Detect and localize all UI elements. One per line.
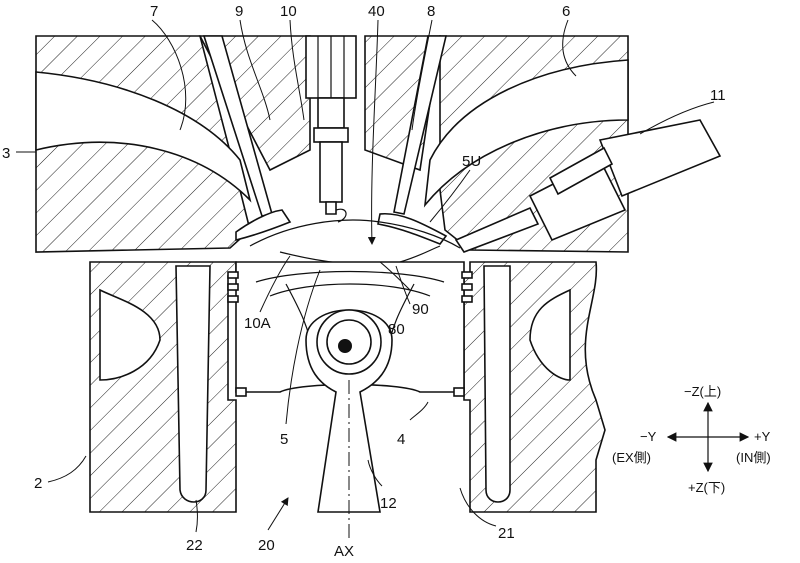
axis-left-label: −Y <box>640 429 657 444</box>
coolant-passage-in <box>483 265 511 503</box>
label-8: 8 <box>427 3 435 20</box>
label-21: 21 <box>498 525 515 542</box>
label-10a: 10A <box>244 315 271 332</box>
axis-right-label: +Y <box>754 429 771 444</box>
label-10: 10 <box>280 3 297 20</box>
label-2: 2 <box>34 475 42 492</box>
label-4: 4 <box>397 431 405 448</box>
label-22: 22 <box>186 537 203 554</box>
intake-port <box>423 59 629 208</box>
label-20-arrow <box>267 497 289 531</box>
label-9: 9 <box>235 3 243 20</box>
label-11: 11 <box>710 87 726 104</box>
exhaust-valve <box>202 35 292 242</box>
label-40: 40 <box>368 3 385 20</box>
label-6: 6 <box>562 3 570 20</box>
combustion-chamber <box>249 219 461 249</box>
coolant-passage-ex <box>175 265 211 503</box>
spark-plug <box>305 35 357 223</box>
leader-lines <box>16 19 715 533</box>
axis-down-label: +Z(下) <box>688 480 725 495</box>
label-3: 3 <box>2 145 10 162</box>
label-90: 90 <box>412 301 429 318</box>
label-5u: 5U <box>462 153 481 170</box>
axis-up-label: −Z(上) <box>684 384 721 399</box>
axis-left-sub-label: (EX側) <box>612 450 651 465</box>
label-7: 7 <box>150 3 158 20</box>
label-5: 5 <box>280 431 288 448</box>
label-20: 20 <box>258 537 275 554</box>
fuel-injector <box>454 119 722 253</box>
label-80: 80 <box>388 321 405 338</box>
label-12: 12 <box>380 495 397 512</box>
label-ax: AX <box>334 543 354 560</box>
axis-right-sub-label: (IN側) <box>736 450 771 465</box>
direction-axes-legend: −Z(上) +Z(下) −Y (EX側) +Y (IN側) <box>612 384 771 495</box>
exhaust-port <box>35 71 252 203</box>
